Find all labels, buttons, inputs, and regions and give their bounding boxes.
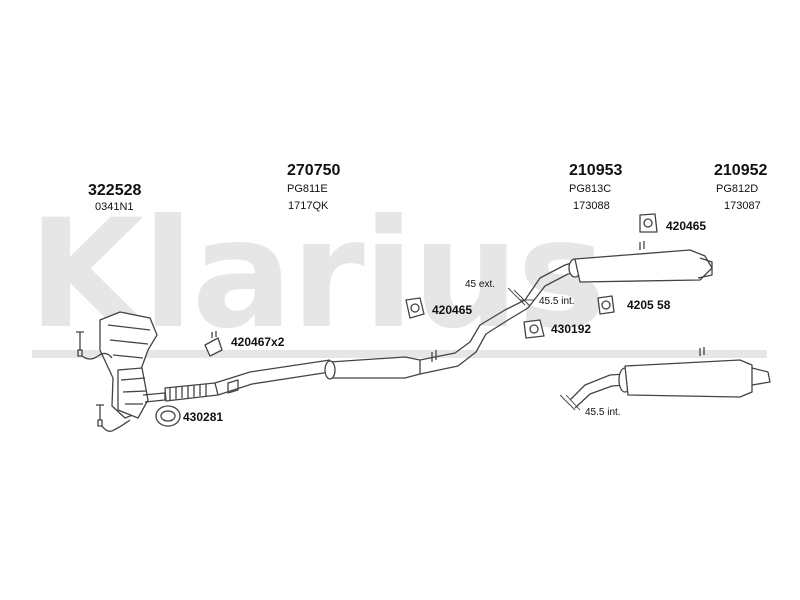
accessory-label-430192: 430192 bbox=[551, 322, 592, 336]
hanger-420558 bbox=[597, 295, 615, 315]
manifold-catalyst bbox=[99, 311, 166, 419]
part-number-210953: 210953 bbox=[569, 162, 623, 179]
gasket-ring bbox=[155, 405, 181, 427]
hanger-430192 bbox=[523, 319, 545, 339]
part-number-210952: 210952 bbox=[714, 162, 768, 179]
front-pipe-flex bbox=[164, 382, 219, 402]
part-ref-270750: 1717QK bbox=[288, 200, 329, 212]
part-ref-210953: 173088 bbox=[573, 200, 610, 212]
part-code-322528: 0341N1 bbox=[95, 201, 134, 213]
part-code-270750: PG811E bbox=[287, 183, 328, 195]
part-code-210953: PG813C bbox=[569, 183, 612, 195]
oxygen-sensor-upper bbox=[76, 331, 113, 360]
hanger-420465-centre bbox=[405, 297, 425, 319]
accessory-label-420558: 4205 58 bbox=[627, 298, 671, 312]
part-ref-210952: 173087 bbox=[724, 200, 761, 212]
watermark-underline bbox=[32, 350, 767, 358]
dimension-45-5-int-upper: 45.5 int. bbox=[539, 296, 575, 307]
centre-pipe bbox=[214, 299, 529, 396]
dimension-markers bbox=[507, 287, 581, 411]
accessory-label-420465-top: 420465 bbox=[666, 219, 707, 233]
part-number-322528: 322528 bbox=[88, 182, 142, 199]
part-number-270750: 270750 bbox=[287, 162, 341, 179]
rear-silencer-lower bbox=[569, 347, 771, 409]
oxygen-sensor-lower bbox=[96, 404, 131, 432]
part-code-210952: PG812D bbox=[716, 183, 759, 195]
hanger-420465-top bbox=[639, 213, 658, 233]
dimension-45-ext: 45 ext. bbox=[465, 279, 496, 290]
mount-clip-420467 bbox=[204, 331, 223, 357]
accessory-label-420467x2: 420467x2 bbox=[231, 335, 285, 349]
rear-pipe-upper bbox=[524, 241, 713, 309]
dimension-45-5-int-lower: 45.5 int. bbox=[585, 407, 621, 418]
accessory-label-430281: 430281 bbox=[183, 410, 224, 424]
accessory-label-420465-centre: 420465 bbox=[432, 303, 473, 317]
